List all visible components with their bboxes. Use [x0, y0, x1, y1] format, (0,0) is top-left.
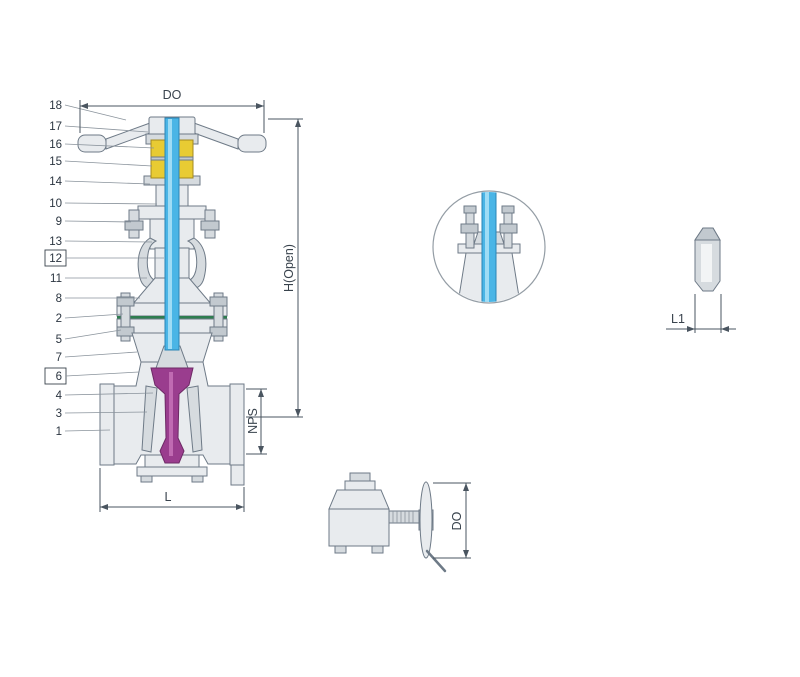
part-label-12: 12	[49, 253, 62, 265]
part-label-6: 6	[56, 371, 62, 383]
part-label-10: 10	[49, 198, 62, 210]
gate-highlight	[169, 372, 173, 456]
part-label-9: 9	[56, 216, 62, 228]
main-valve-drawing	[77, 116, 267, 486]
part-label-13: 13	[49, 236, 62, 248]
yoke-arms	[137, 237, 207, 289]
part-label-1: 1	[56, 426, 62, 438]
dim-l1-label: L1	[671, 312, 685, 326]
side-view	[328, 472, 447, 573]
part-labels: 18 17 16 15 14 10 9 13 12 11 8 2 5 7 6 4…	[44, 100, 164, 438]
dim-nps: NPS	[246, 388, 267, 455]
part-label-11: 11	[50, 273, 62, 285]
part-label-15: 15	[49, 156, 62, 168]
part-label-7: 7	[56, 352, 62, 364]
dim-do-side-label: DO	[450, 511, 464, 530]
dim-do-top: DO	[79, 88, 265, 133]
dim-l1: L1	[666, 294, 736, 333]
side-view-handle	[425, 549, 447, 573]
detail-view	[432, 190, 546, 304]
part-label-5: 5	[56, 334, 62, 346]
side-view-handwheel	[419, 481, 433, 559]
part-label-8: 8	[56, 293, 62, 305]
dim-h-open-label: H(Open)	[282, 244, 296, 292]
part-label-3: 3	[56, 408, 62, 420]
dim-h-open: H(Open)	[246, 118, 303, 418]
dim-l-label: L	[165, 490, 172, 504]
part-label-17: 17	[49, 121, 62, 133]
part-label-2: 2	[56, 313, 62, 325]
part-label-14: 14	[49, 176, 62, 188]
dim-do-top-label: DO	[163, 88, 182, 102]
dim-nps-label: NPS	[246, 408, 260, 434]
gate-wedge	[150, 367, 194, 464]
detail-content	[457, 192, 521, 302]
part-label-16: 16	[49, 139, 62, 151]
stem-highlight	[168, 119, 172, 349]
side-view-stem	[388, 510, 420, 524]
end-cap-view	[694, 227, 721, 292]
dim-do-side: DO	[433, 482, 471, 559]
stem	[164, 117, 180, 351]
part-label-4: 4	[56, 390, 63, 402]
detail-stem-highlight	[485, 192, 489, 302]
seat-rings	[141, 385, 203, 453]
part-label-18: 18	[49, 100, 62, 112]
dim-l: L	[99, 468, 245, 512]
